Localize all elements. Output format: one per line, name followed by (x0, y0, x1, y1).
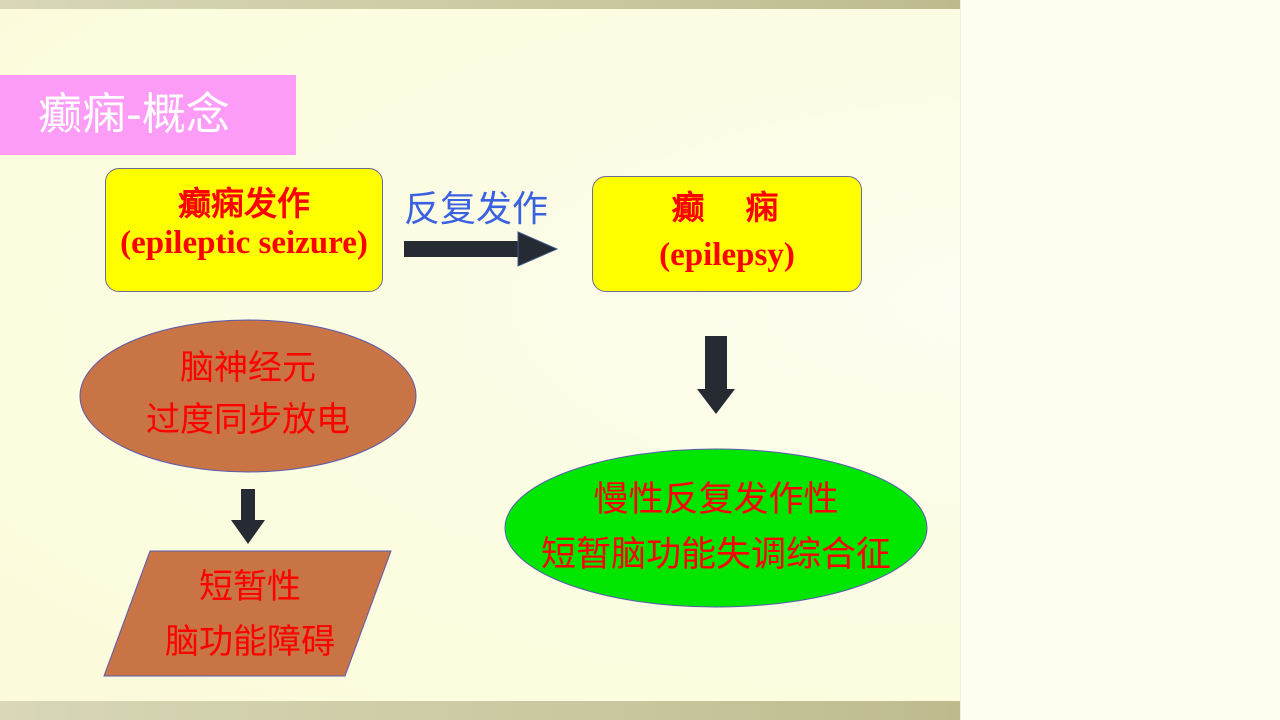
impairment-text: 短暂性 脑功能障碍 (110, 560, 390, 670)
neuron-line-1: 脑神经元 (180, 348, 316, 388)
syndrome-line-2: 短暂脑功能失调综合征 (540, 535, 891, 575)
syndrome-ellipse (504, 448, 928, 608)
top-accent-bar (0, 0, 960, 9)
repeat-arrow (404, 231, 559, 267)
down-arrow-left (231, 489, 265, 544)
epilepsy-box: 癫 痫 (epilepsy) (592, 176, 862, 292)
impairment-line-2: 脑功能障碍 (165, 622, 335, 662)
seizure-zh-label: 癫痫发作 (178, 184, 310, 223)
down-arrow-right (697, 336, 735, 414)
bottom-accent-bar (0, 701, 960, 720)
neuron-line-2: 过度同步放电 (146, 400, 350, 440)
right-margin-strip (960, 0, 1280, 720)
epileptic-seizure-box: 癫痫发作 (epileptic seizure) (105, 168, 383, 292)
epilepsy-en-label: (epilepsy) (659, 237, 795, 273)
epilepsy-zh-label: 癫 痫 (671, 188, 783, 227)
repeat-arrow-label: 反复发作 (404, 189, 549, 230)
syndrome-text: 慢性反复发作性 短暂脑功能失调综合征 (505, 473, 927, 583)
syndrome-line-1: 慢性反复发作性 (593, 480, 839, 520)
neuron-text: 脑神经元 过度同步放电 (80, 342, 416, 446)
impairment-line-1: 短暂性 (199, 567, 301, 607)
slide-title: 癫痫-概念 (0, 75, 296, 155)
impairment-parallelogram (103, 550, 392, 677)
seizure-en-label: (epileptic seizure) (120, 225, 368, 261)
neuron-ellipse (79, 319, 417, 473)
